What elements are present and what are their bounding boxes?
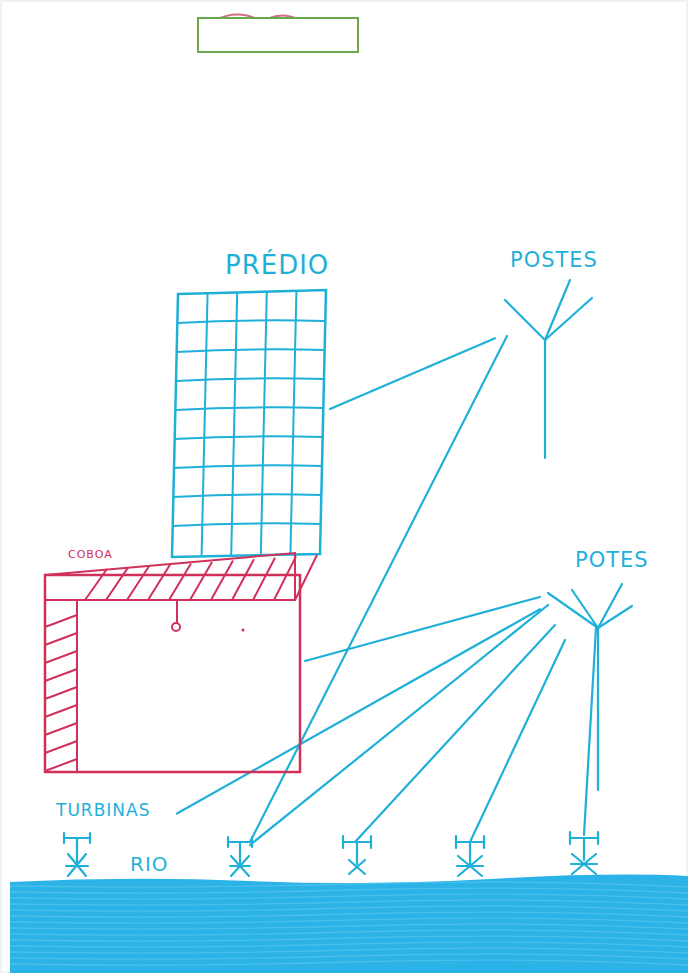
node-label: POTES bbox=[575, 550, 649, 571]
wire bbox=[250, 605, 548, 845]
pole-node: POTES bbox=[540, 548, 665, 793]
scribble bbox=[215, 14, 300, 22]
building-box-outline bbox=[170, 252, 330, 560]
power-line bbox=[330, 338, 495, 409]
wire bbox=[250, 336, 596, 845]
turbine-node: TURBINAS bbox=[52, 800, 177, 890]
node-label: RIO bbox=[130, 854, 169, 874]
turbine-symbol bbox=[343, 836, 371, 874]
turbine-symbol bbox=[456, 836, 484, 876]
pole-node-outline bbox=[495, 248, 610, 463]
building-box: PRÉDIO bbox=[170, 252, 330, 560]
river-band-outline bbox=[10, 876, 688, 973]
house-box: COBOA bbox=[40, 545, 305, 777]
wire bbox=[355, 625, 555, 842]
house-box-outline bbox=[40, 545, 305, 777]
turbine-symbol bbox=[228, 837, 252, 876]
power-line bbox=[177, 609, 540, 813]
pole-node-outline bbox=[540, 548, 665, 793]
wire bbox=[584, 628, 596, 835]
wire bbox=[470, 640, 565, 842]
node-label: TURBINAS bbox=[56, 802, 150, 819]
turbine-symbol bbox=[228, 832, 598, 876]
node-label: POSTES bbox=[510, 250, 598, 271]
wire bbox=[250, 336, 507, 842]
power-line bbox=[305, 597, 540, 661]
node-label: COBOA bbox=[68, 549, 113, 560]
turbine-symbol bbox=[570, 832, 598, 874]
blank-box bbox=[198, 18, 358, 52]
pole-node: POSTES bbox=[495, 248, 610, 463]
node-label: PRÉDIO bbox=[225, 252, 329, 278]
river-band: RIO bbox=[10, 876, 688, 973]
